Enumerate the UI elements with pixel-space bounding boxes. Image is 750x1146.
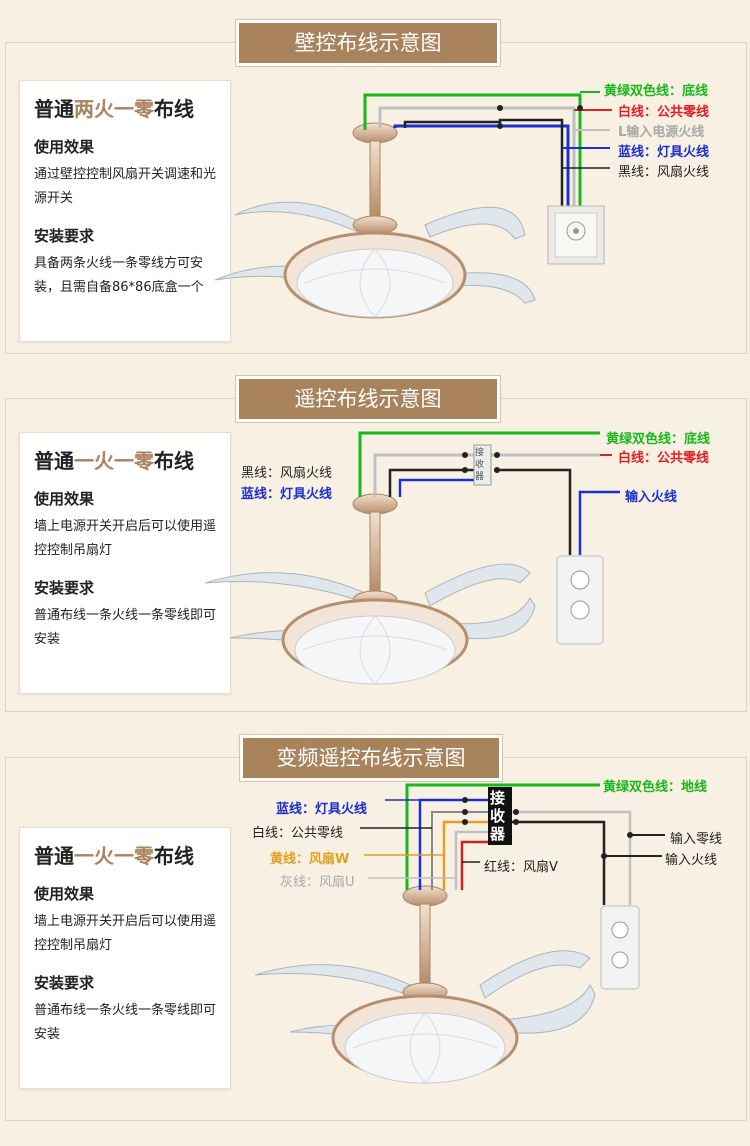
requirement-text: 具备两条火线一条零线方可安装，且需自备86*86底盒一个 (34, 256, 204, 295)
wire-label: 黑线：风扇火线 (618, 165, 710, 180)
effect-heading: 使用效果 (34, 490, 95, 508)
ceiling-fan-light-icon (204, 493, 536, 685)
wire-label: 黑线：风扇火线 (241, 466, 333, 481)
ceiling-fan-light-icon (254, 885, 596, 1084)
wire-label: 灰线：风扇U (280, 875, 355, 890)
wiring-info-card: 普通一火一零布线 使用效果 墙上电源开关开启后可以使用遥控控制吊扇灯 安装要求 … (19, 827, 231, 1089)
section-title: 变频遥控布线示意图 (240, 735, 502, 781)
remote-control-icon (600, 905, 640, 990)
effect-text: 墙上电源开关开启后可以使用遥控控制吊扇灯 (34, 914, 217, 953)
wire-label: 黄线：风扇W (270, 852, 350, 867)
wiring-info-card: 普通一火一零布线 使用效果 墙上电源开关开启后可以使用遥控控制吊扇灯 安装要求 … (19, 432, 231, 694)
requirement-heading: 安装要求 (34, 579, 95, 597)
card-title: 普通一火一零布线 (34, 844, 194, 868)
receiver-label: 接收器 (490, 789, 506, 843)
wire-label: 红线：风扇V (484, 860, 558, 875)
wire-label: 白线：公共零线 (618, 105, 710, 120)
wire-label: 蓝线：灯具火线 (618, 145, 710, 160)
section-title: 壁控布线示意图 (236, 20, 500, 66)
remote-control-icon (556, 555, 604, 645)
wire-label: 蓝线：灯具火线 (241, 487, 333, 502)
receiver-label: 接收器 (475, 448, 485, 482)
ceiling-fan-light-icon (214, 122, 536, 319)
section-title: 遥控布线示意图 (236, 376, 500, 422)
wire-label: 输入火线 (665, 853, 718, 868)
wiring-info-card: 普通两火一零布线 使用效果 通过壁控控制风扇开关调速和光源开关 安装要求 具备两… (19, 80, 231, 342)
wire-label: 白线：公共零线 (252, 826, 344, 841)
wiring-lines (363, 91, 612, 210)
wire-label: L输入电源火线 (618, 125, 705, 140)
requirement-text: 普通布线一条火线一条零线即可安装 (34, 608, 217, 647)
effect-heading: 使用效果 (34, 885, 95, 903)
card-title: 普通两火一零布线 (34, 97, 194, 121)
wire-label: 输入零线 (670, 832, 723, 847)
wire-label: 蓝线：灯具火线 (276, 802, 368, 817)
requirement-text: 普通布线一条火线一条零线即可安装 (34, 1003, 217, 1042)
effect-text: 墙上电源开关开启后可以使用遥控控制吊扇灯 (34, 519, 217, 558)
requirement-heading: 安装要求 (34, 227, 95, 245)
wire-label: 黄绿双色线：底线 (606, 432, 711, 447)
wire-label: 输入火线 (625, 490, 678, 505)
wiring-lines (358, 431, 620, 555)
effect-heading: 使用效果 (34, 138, 95, 156)
wall-switch-icon (547, 205, 605, 265)
requirement-heading: 安装要求 (34, 974, 95, 992)
wire-label: 黄绿双色线：地线 (603, 780, 708, 795)
wire-label: 黄绿双色线：底线 (604, 84, 709, 99)
effect-text: 通过壁控控制风扇开关调速和光源开关 (34, 167, 217, 206)
card-title: 普通一火一零布线 (34, 449, 194, 473)
wire-label: 白线：公共零线 (618, 451, 710, 466)
